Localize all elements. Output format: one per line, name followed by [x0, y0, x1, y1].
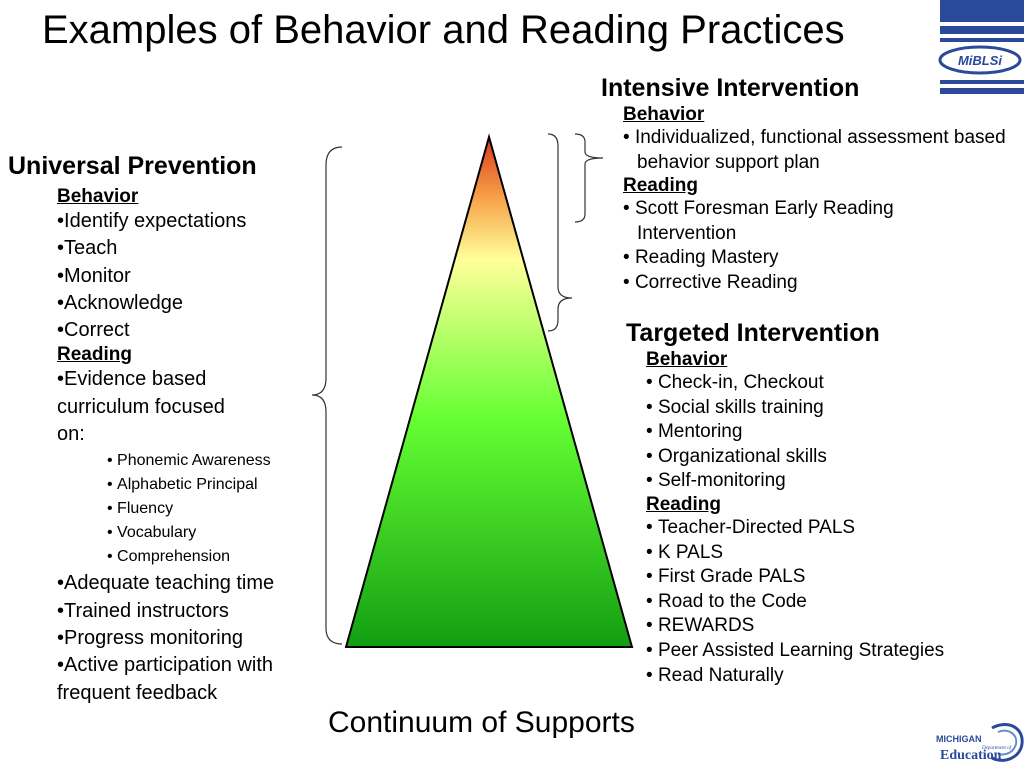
list-item: Scott Foresman Early Reading Interventio… [623, 197, 977, 246]
list-item: Fluency [107, 497, 327, 521]
list-item: Monitor [57, 263, 327, 290]
mibl-logo-text: MiBLSi [958, 53, 1002, 68]
list-item: Progress monitoring [57, 625, 327, 652]
universal-content: Behavior Identify expectations Teach Mon… [57, 186, 327, 707]
mde-logo-line3: Education [940, 748, 1002, 763]
targeted-behavior-label: Behavior [646, 349, 728, 370]
list-item: Trained instructors [57, 598, 327, 625]
list-item: Teacher-Directed PALS [646, 516, 1016, 541]
list-item: Phonemic Awareness [107, 449, 327, 473]
universal-reading-sublist: Phonemic Awareness Alphabetic Principal … [107, 449, 327, 569]
list-item: Alphabetic Principal [107, 473, 327, 497]
universal-reading-label: Reading [57, 344, 132, 366]
universal-reading-list: Evidence based curriculum focused on: [57, 366, 327, 448]
mde-logo: MICHIGAN Department of Education [936, 723, 1024, 763]
list-item: Identify expectations [57, 208, 327, 235]
list-item: Mentoring [646, 420, 1016, 445]
list-item: Comprehension [107, 545, 327, 569]
intensive-reading-label: Reading [623, 175, 698, 197]
list-item: Individualized, functional assessment ba… [623, 126, 1017, 175]
mde-logo-line1: MICHIGAN [936, 734, 982, 744]
universal-brace [311, 146, 343, 645]
universal-behavior-list: Identify expectations Teach Monitor Ackn… [57, 208, 327, 344]
list-item: Corrective Reading [623, 271, 1021, 296]
page-title: Examples of Behavior and Reading Practic… [42, 8, 845, 52]
targeted-heading: Targeted Intervention [626, 319, 880, 347]
list-item: Organizational skills [646, 445, 1016, 470]
universal-reading-list-2: Adequate teaching time Trained instructo… [57, 570, 327, 706]
list-item: Social skills training [646, 396, 1016, 421]
intensive-brace [574, 133, 604, 223]
list-item: Acknowledge [57, 290, 327, 317]
list-item: Teach [57, 235, 327, 262]
list-item: Correct [57, 317, 327, 344]
universal-heading: Universal Prevention [8, 152, 257, 180]
targeted-brace [547, 133, 573, 332]
universal-behavior-label: Behavior [57, 186, 139, 207]
list-item: Self-monitoring [646, 469, 1016, 494]
list-item: Adequate teaching time [57, 570, 327, 597]
list-item: Evidence based curriculum focused on: [57, 366, 247, 448]
targeted-behavior-list: Check-in, Checkout Social skills trainin… [646, 371, 1016, 494]
targeted-reading-list: Teacher-Directed PALS K PALS First Grade… [646, 516, 1016, 688]
footer-caption: Continuum of Supports [328, 706, 635, 739]
intensive-reading-list: Scott Foresman Early Reading Interventio… [623, 197, 1021, 295]
list-item: First Grade PALS [646, 565, 1016, 590]
mde-logo-line2: Department of [981, 746, 1012, 751]
list-item: K PALS [646, 541, 1016, 566]
tier-pyramid [344, 133, 634, 648]
intensive-heading: Intensive Intervention [601, 74, 860, 102]
list-item: Reading Mastery [623, 246, 1021, 271]
targeted-reading-label: Reading [646, 493, 721, 515]
list-item: REWARDS [646, 614, 1016, 639]
list-item: Vocabulary [107, 521, 327, 545]
targeted-content: Behavior Check-in, Checkout Social skill… [646, 349, 1016, 688]
list-item: Peer Assisted Learning Strategies [646, 639, 1016, 664]
intensive-behavior-list: Individualized, functional assessment ba… [623, 126, 1021, 175]
mibl-logo: MiBLSi [936, 0, 1024, 94]
list-item: Road to the Code [646, 590, 1016, 615]
list-item: Read Naturally [646, 664, 1016, 689]
list-item: Active participation with frequent feedb… [57, 652, 307, 707]
list-item: Check-in, Checkout [646, 371, 1016, 396]
intensive-behavior-label: Behavior [623, 104, 705, 125]
intensive-content: Behavior Individualized, functional asse… [623, 104, 1021, 296]
